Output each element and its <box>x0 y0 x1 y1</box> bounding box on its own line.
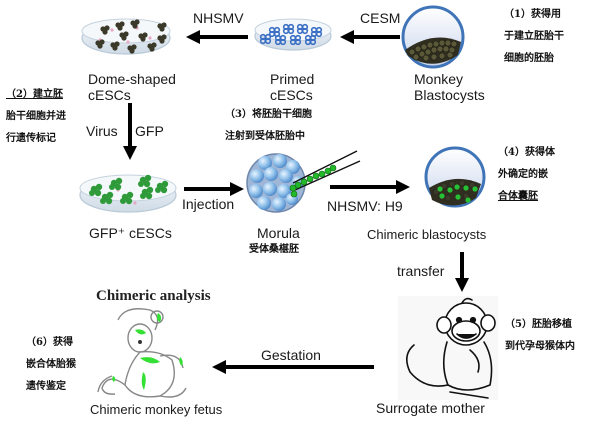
step-1-line: 于建立胚胎干 <box>504 31 564 42</box>
step-3-line: 注射到受体胚胎中 <box>225 131 305 142</box>
arrow-virus-gfp <box>123 103 137 160</box>
morula-sublabel: 受体桑椹胚 <box>249 244 299 255</box>
gfp-cescs-dish-icon <box>79 174 177 213</box>
surrogate-mother-label: Surrogate mother <box>376 400 485 416</box>
step-4-note: （4）获得体 外确定的嵌 合体囊胚 <box>498 142 555 208</box>
nhsmv-label: NHSMV <box>193 10 244 26</box>
step-1-line: （1）获得用 <box>504 9 561 20</box>
arrow-nhsmv-h9 <box>330 180 410 194</box>
arrow-transfer <box>455 252 469 292</box>
step-2-note: （2）建立胚 胎干细胞并进 行遗传标记 <box>6 84 66 150</box>
chimeric-blastocysts-label: Chimeric blastocysts <box>367 227 487 242</box>
transfer-label: transfer <box>397 263 445 279</box>
step-1-line: 细胞的胚胎 <box>504 53 554 64</box>
step-4-line: （4）获得体 <box>498 147 555 158</box>
step-4-line: 合体囊胚 <box>498 191 538 202</box>
chimeric-analysis-title: Chimeric analysis <box>96 288 211 304</box>
step-1-note: （1）获得用 于建立胚胎干 细胞的胚胎 <box>504 4 564 70</box>
label-line: Blastocysts <box>414 87 485 103</box>
arrow-gestation <box>212 360 374 374</box>
arrow-cesm <box>340 30 400 44</box>
arrow-injection <box>184 182 244 196</box>
label-line: Dome-shaped <box>88 71 176 87</box>
label-line: cESCs <box>270 87 313 103</box>
monkey-blastocysts-label: Monkey Blastocysts <box>414 71 485 103</box>
dome-shaped-cescs-label: Dome-shaped cESCs <box>88 71 176 103</box>
gestation-label: Gestation <box>261 347 321 363</box>
step-2-line: 行遗传标记 <box>6 133 56 144</box>
cesm-label: CESM <box>360 10 401 26</box>
step-3-line: （3）将胚胎干细胞 <box>225 109 312 120</box>
chimeric-blastocyst-icon <box>424 146 486 208</box>
step-2-line: （2）建立胚 <box>6 89 63 100</box>
primed-cescs-label: Primed cESCs <box>270 71 314 103</box>
step-6-line: 遗传鉴定 <box>26 381 66 392</box>
label-line: cESCs <box>88 87 131 103</box>
step-6-line: （6）获得 <box>26 337 73 348</box>
label-line: Monkey <box>414 71 464 87</box>
nhsmv-h9-label: NHSMV: H9 <box>327 198 403 214</box>
gfp-label: GFP <box>135 123 164 139</box>
arrow-nhsmv <box>186 30 248 44</box>
step-5-line: （5）胚胎移植 <box>505 319 572 330</box>
dome-shaped-cescs-dish-icon <box>81 18 171 55</box>
step-3-note: （3）将胚胎干细胞 注射到受体胚胎中 <box>225 104 312 148</box>
gfp-cescs-label: GFP⁺ cESCs <box>89 225 172 241</box>
step-5-line: 到代孕母猴体内 <box>505 341 575 352</box>
morula-label: Morula <box>257 225 300 241</box>
primed-cescs-dish-icon <box>254 18 332 51</box>
chimeric-monkey-fetus-label: Chimeric monkey fetus <box>90 402 223 417</box>
surrogate-mother-monkey-icon <box>398 296 498 400</box>
step-6-line: 嵌合体胎猴 <box>26 359 76 370</box>
step-5-note: （5）胚胎移植 到代孕母猴体内 <box>505 314 575 358</box>
monkey-blastocyst-icon <box>401 5 465 69</box>
step-4-line: 外确定的嵌 <box>498 169 548 180</box>
chimeric-monkey-fetus-icon <box>97 308 187 398</box>
injection-label: Injection <box>182 196 235 212</box>
virus-label: Virus <box>86 123 118 139</box>
step-2-line: 胎干细胞并进 <box>6 111 66 122</box>
label-line: Primed <box>270 71 315 87</box>
step-6-note: （6）获得 嵌合体胎猴 遗传鉴定 <box>26 332 76 398</box>
injection-pipette-icon <box>289 150 361 198</box>
